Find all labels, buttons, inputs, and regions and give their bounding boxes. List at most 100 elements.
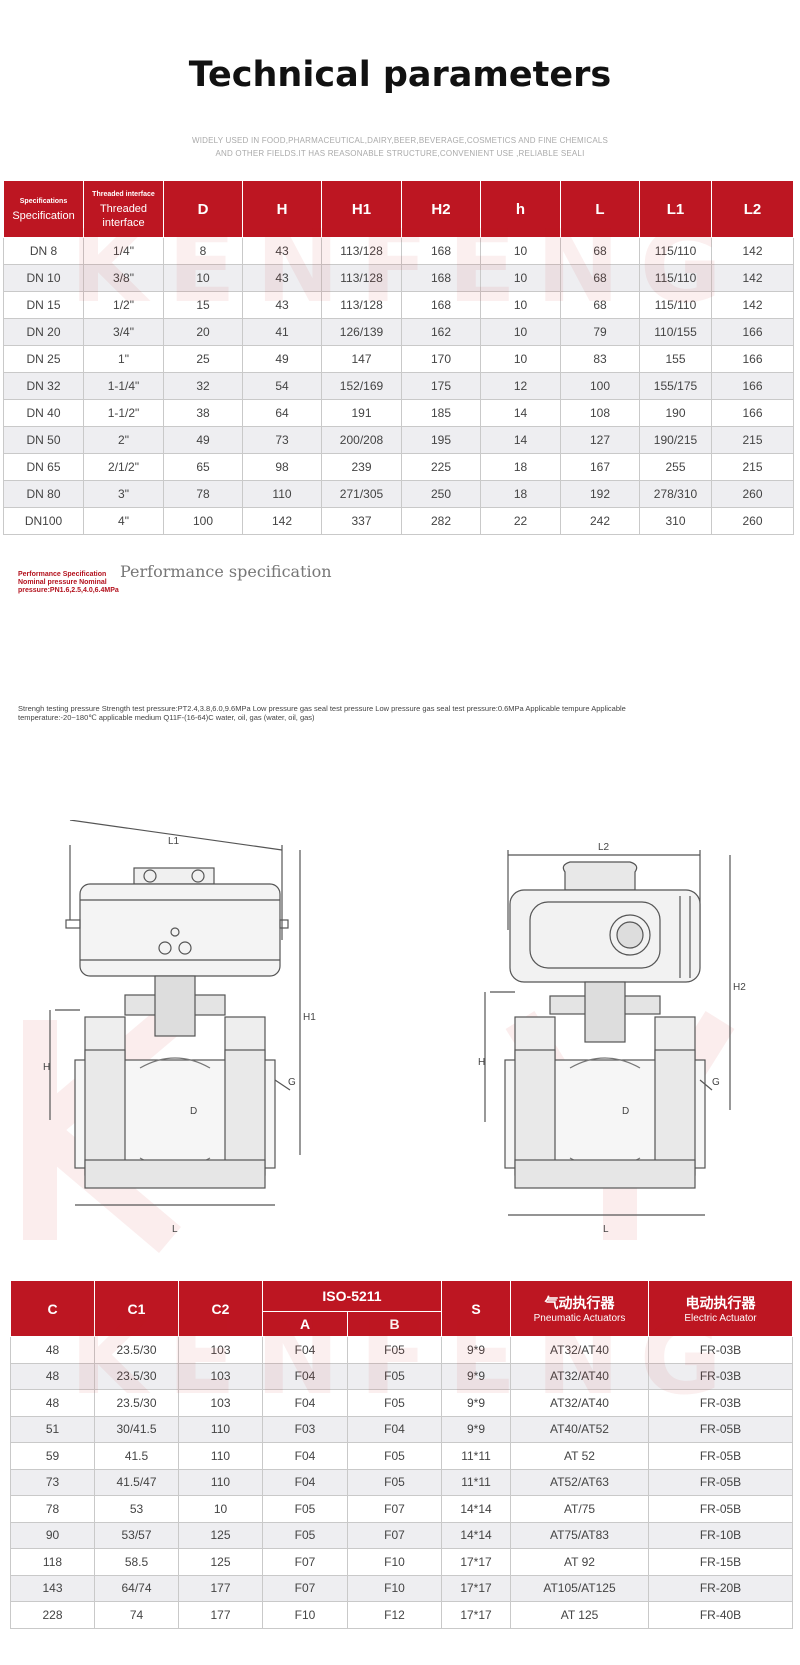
table-cell: 110: [242, 480, 322, 508]
page-title: Technical parameters: [188, 55, 612, 95]
table-cell: 4": [83, 507, 164, 535]
table-cell: F05: [347, 1336, 442, 1364]
table-cell: 90: [10, 1521, 95, 1549]
table-cell: 68: [560, 291, 640, 319]
table-cell: F05: [262, 1495, 348, 1523]
table-cell: 14*14: [441, 1495, 511, 1523]
table-cell: 167: [560, 453, 640, 481]
table-cell: 1/2": [83, 291, 164, 319]
table-cell: FR-05B: [648, 1442, 793, 1470]
table-cell: 3": [83, 480, 164, 508]
table-cell: F05: [347, 1468, 442, 1496]
table-cell: 73: [10, 1468, 95, 1496]
header-a: A: [262, 1311, 348, 1337]
table-cell: DN 10: [3, 264, 84, 292]
table-cell: 48: [10, 1362, 95, 1390]
table-cell: 2/1/2": [83, 453, 164, 481]
table-cell: 278/310: [639, 480, 712, 508]
label-g-right: G: [712, 1077, 720, 1088]
table-cell: 43: [242, 237, 322, 265]
table-cell: F04: [347, 1415, 442, 1443]
table-cell: 23.5/30: [94, 1362, 179, 1390]
header-pneumatic: 气动执行器 Pneumatic Actuators: [510, 1280, 649, 1337]
table-cell: FR-05B: [648, 1415, 793, 1443]
table-cell: 14: [480, 399, 561, 427]
valve-drawings: L1 L2 H H1 H H2 G G D D L L: [23, 820, 746, 1253]
table-cell: F04: [262, 1336, 348, 1364]
table-cell: 78: [10, 1495, 95, 1523]
table-cell: 53/57: [94, 1521, 179, 1549]
table-cell: 68: [560, 237, 640, 265]
table-cell: 3/8": [83, 264, 164, 292]
actuator-table: C C1 C2 ISO-5211 S 气动执行器 Pneumatic Actua…: [10, 1280, 793, 1629]
table-cell: 49: [163, 426, 243, 454]
table-cell: 271/305: [321, 480, 402, 508]
label-l1: L1: [168, 836, 180, 847]
label-d-left: D: [190, 1106, 197, 1117]
header-c2: C2: [178, 1280, 263, 1337]
table-cell: F07: [262, 1548, 348, 1576]
pneumatic-valve-drawing: [49, 820, 301, 1206]
table-cell: 110: [178, 1442, 263, 1470]
label-h2: H2: [733, 982, 746, 993]
table-cell: 64/74: [94, 1574, 179, 1602]
table-cell: F04: [262, 1442, 348, 1470]
table-cell: 10: [163, 264, 243, 292]
table-cell: 14*14: [441, 1521, 511, 1549]
table-cell: 59: [10, 1442, 95, 1470]
table-cell: 98: [242, 453, 322, 481]
actuator-header-row-2: A B: [11, 1311, 793, 1337]
table-cell: 126/139: [321, 318, 402, 346]
table-cell: AT32/AT40: [510, 1336, 649, 1364]
table-cell: 64: [242, 399, 322, 427]
table-cell: DN 80: [3, 480, 84, 508]
table-cell: 20: [163, 318, 243, 346]
table-cell: DN100: [3, 507, 84, 535]
table-cell: 1/4": [83, 237, 164, 265]
table-cell: F04: [262, 1468, 348, 1496]
table-cell: F07: [347, 1521, 442, 1549]
header-c: C: [10, 1280, 95, 1337]
table-cell: 142: [711, 237, 794, 265]
table-cell: 142: [711, 264, 794, 292]
table-cell: 168: [401, 264, 481, 292]
table-cell: AT105/AT125: [510, 1574, 649, 1602]
table-cell: 73: [242, 426, 322, 454]
table-cell: 9*9: [441, 1336, 511, 1364]
table-cell: 115/110: [639, 237, 712, 265]
table-cell: 25: [163, 345, 243, 373]
table-cell: 113/128: [321, 264, 402, 292]
table-cell: 282: [401, 507, 481, 535]
table-cell: 3/4": [83, 318, 164, 346]
table-cell: 168: [401, 291, 481, 319]
table-cell: 242: [560, 507, 640, 535]
table-cell: 18: [480, 453, 561, 481]
table-cell: FR-10B: [648, 1521, 793, 1549]
table-cell: AT32/AT40: [510, 1389, 649, 1417]
table-cell: 103: [178, 1336, 263, 1364]
table-cell: DN 50: [3, 426, 84, 454]
header-d: D: [163, 180, 243, 238]
table-cell: FR-05B: [648, 1495, 793, 1523]
table-cell: 191: [321, 399, 402, 427]
table-cell: 10: [178, 1495, 263, 1523]
table-cell: 74: [94, 1601, 179, 1629]
table-cell: 110: [178, 1468, 263, 1496]
table-cell: 10: [480, 237, 561, 265]
table-cell: 110/155: [639, 318, 712, 346]
table-cell: 152/169: [321, 372, 402, 400]
table-cell: 79: [560, 318, 640, 346]
